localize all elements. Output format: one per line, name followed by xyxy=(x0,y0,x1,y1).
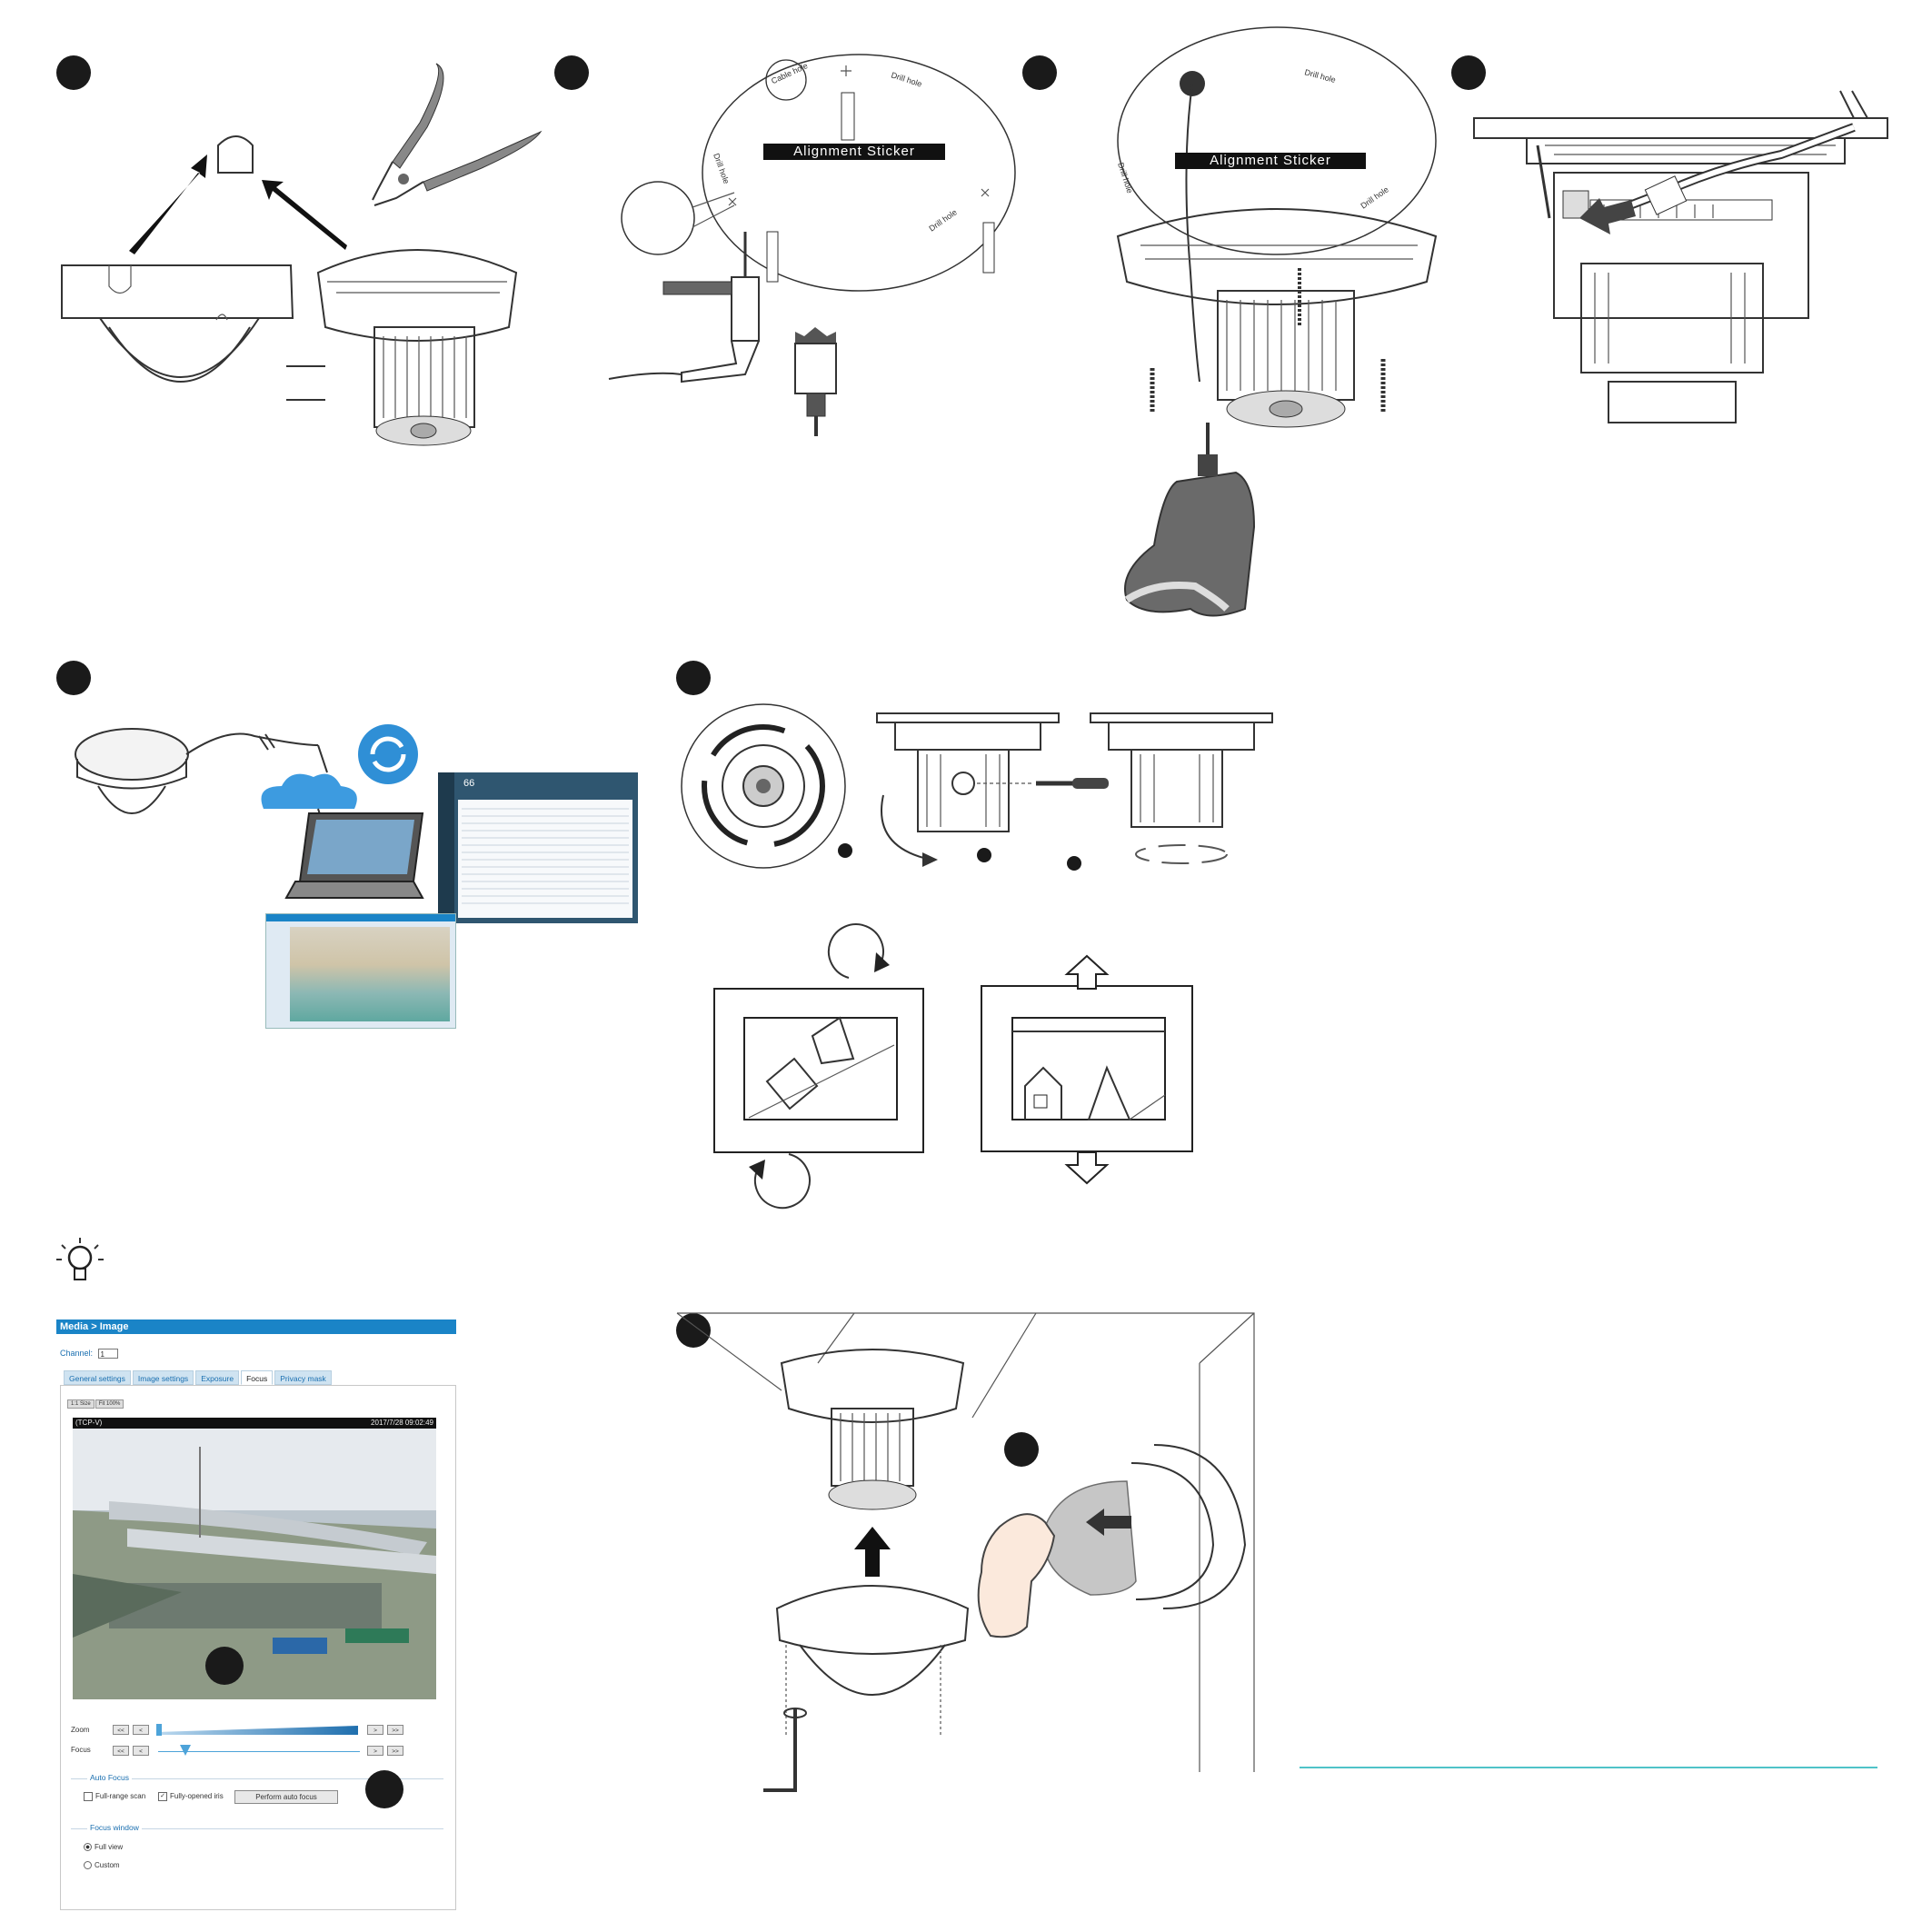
step1-illustration xyxy=(61,63,543,446)
step2-illustration: Cable hole Drill hole Drill hole Drill h… xyxy=(608,54,1016,436)
alignment-sticker-step3: Alignment Sticker xyxy=(1175,153,1366,169)
sub-step-b-marker xyxy=(977,848,991,862)
video-timestamp: 2017/7/28 09:02:49 xyxy=(371,1419,433,1427)
view-1-1-button[interactable]: 1:1 Size xyxy=(67,1399,95,1409)
custom-label: Custom xyxy=(95,1861,120,1869)
tip-marker-a xyxy=(205,1647,244,1685)
drill-hole-text-left: Drill hole xyxy=(712,152,731,184)
sub-step-c-marker xyxy=(1067,856,1081,871)
step-6-marker xyxy=(676,661,711,695)
vms-app-screen: 66 xyxy=(438,772,638,923)
step-7-marker xyxy=(676,1313,711,1348)
drill-hole-text-step3-right: Drill hole xyxy=(1359,184,1389,210)
focus-right-button[interactable]: > xyxy=(367,1746,383,1756)
auto-focus-title: Auto Focus xyxy=(87,1773,132,1782)
focus-far-right-button[interactable]: >> xyxy=(387,1746,403,1756)
channel-select[interactable]: 1 xyxy=(97,1349,118,1359)
tab-exposure[interactable]: Exposure xyxy=(195,1370,240,1385)
laptop-icon xyxy=(284,812,424,899)
full-range-scan-option[interactable]: Full-range scan xyxy=(84,1792,145,1801)
perform-auto-focus-button[interactable]: Perform auto focus xyxy=(234,1790,338,1804)
settings-tabs: General settings Image settings Exposure… xyxy=(64,1370,332,1385)
browser-video xyxy=(290,927,450,1021)
step3-illustration: Drill hole Drill hole Drill hole xyxy=(1116,26,1438,617)
tab-image-settings[interactable]: Image settings xyxy=(132,1370,194,1385)
drill-icon xyxy=(608,232,760,383)
zoom-left-button[interactable]: < xyxy=(133,1725,149,1735)
vms-device-table xyxy=(458,800,632,918)
drill-hole-text-right: Drill hole xyxy=(927,207,958,233)
custom-radio[interactable] xyxy=(84,1861,92,1870)
step-4-marker xyxy=(1451,55,1486,90)
tab-privacy-mask[interactable]: Privacy mask xyxy=(274,1370,332,1385)
pliers-icon xyxy=(372,63,543,206)
drill-hole-text-step3-top: Drill hole xyxy=(1303,67,1336,85)
step-3-marker xyxy=(1022,55,1057,90)
full-range-scan-label: Full-range scan xyxy=(95,1792,146,1801)
full-view-radio[interactable] xyxy=(84,1843,92,1852)
fully-opened-iris-label: Fully-opened iris xyxy=(170,1792,224,1801)
focus-panel-frame xyxy=(60,1385,456,1910)
full-view-label: Full view xyxy=(95,1843,124,1851)
fully-opened-iris-option[interactable]: ✓Fully-opened iris xyxy=(158,1792,224,1801)
vms-sidebar xyxy=(438,772,454,923)
focus-left-button[interactable]: < xyxy=(133,1746,149,1756)
focus-far-left-button[interactable]: << xyxy=(113,1746,129,1756)
stream-label: (TCP-V) xyxy=(75,1419,103,1427)
step6-illustration xyxy=(681,703,1273,869)
step-5-marker xyxy=(56,661,91,695)
screwdriver-icon xyxy=(1124,423,1256,617)
web-ui-image-settings: Media > Image Channel: 1 General setting… xyxy=(56,1320,461,1910)
step7-8-illustration xyxy=(676,1312,1255,1792)
view-mode-buttons: 1:1 Size Fit 100% xyxy=(67,1399,124,1409)
focus-slider[interactable] xyxy=(158,1751,360,1752)
accent-divider xyxy=(1300,1767,1877,1768)
browser-live-view xyxy=(265,913,456,1029)
channel-row: Channel: 1 xyxy=(60,1349,118,1359)
focus-window-divider xyxy=(71,1828,443,1829)
drill-hole-text-step3-left: Drill hole xyxy=(1116,162,1134,194)
tip-marker-b xyxy=(365,1770,403,1808)
arrow-icon xyxy=(1579,198,1636,234)
full-range-scan-checkbox[interactable] xyxy=(84,1792,93,1801)
tab-general-settings[interactable]: General settings xyxy=(64,1370,131,1385)
step-2-marker xyxy=(554,55,589,90)
view-fit-button[interactable]: Fit 100% xyxy=(95,1399,124,1409)
vms-device-count: 66 xyxy=(463,778,475,789)
tab-focus[interactable]: Focus xyxy=(241,1370,274,1385)
cable-hole-text: Cable hole xyxy=(770,61,809,85)
hex-key-icon xyxy=(763,1708,807,1792)
zoom-right-button[interactable]: > xyxy=(367,1725,383,1735)
step-8-marker xyxy=(1004,1432,1039,1467)
custom-option[interactable]: Custom xyxy=(84,1861,120,1870)
step-1-marker xyxy=(56,55,91,90)
focus-label: Focus xyxy=(71,1746,91,1754)
focus-slider-handle[interactable] xyxy=(180,1745,191,1756)
zoom-far-left-button[interactable]: << xyxy=(113,1725,129,1735)
sub-step-a-marker xyxy=(838,843,852,858)
step4-illustration xyxy=(1473,90,1888,423)
zoom-label: Zoom xyxy=(71,1726,90,1734)
auto-focus-divider xyxy=(71,1778,443,1779)
alignment-sticker-step2: Alignment Sticker xyxy=(763,144,945,160)
video-status-bar: (TCP-V) 2017/7/28 09:02:49 xyxy=(73,1418,436,1429)
focus-window-title: Focus window xyxy=(87,1823,142,1832)
rotate-image-diagram xyxy=(713,923,924,1210)
browser-header-bar xyxy=(266,914,455,921)
lightbulb-icon xyxy=(56,1238,104,1280)
live-video xyxy=(73,1429,436,1699)
channel-label: Channel: xyxy=(60,1349,94,1358)
sync-icon xyxy=(358,724,418,784)
fully-opened-iris-checkbox[interactable]: ✓ xyxy=(158,1792,167,1801)
cloud-icon xyxy=(261,773,357,809)
full-view-option[interactable]: Full view xyxy=(84,1843,124,1852)
step5-illustration xyxy=(75,724,424,899)
flip-image-diagram xyxy=(981,954,1193,1185)
zoom-slider-handle[interactable] xyxy=(156,1724,162,1736)
zoom-far-right-button[interactable]: >> xyxy=(387,1725,403,1735)
drill-hole-text-top: Drill hole xyxy=(890,70,922,88)
zoom-slider[interactable] xyxy=(156,1726,358,1735)
breadcrumb: Media > Image xyxy=(56,1320,456,1334)
